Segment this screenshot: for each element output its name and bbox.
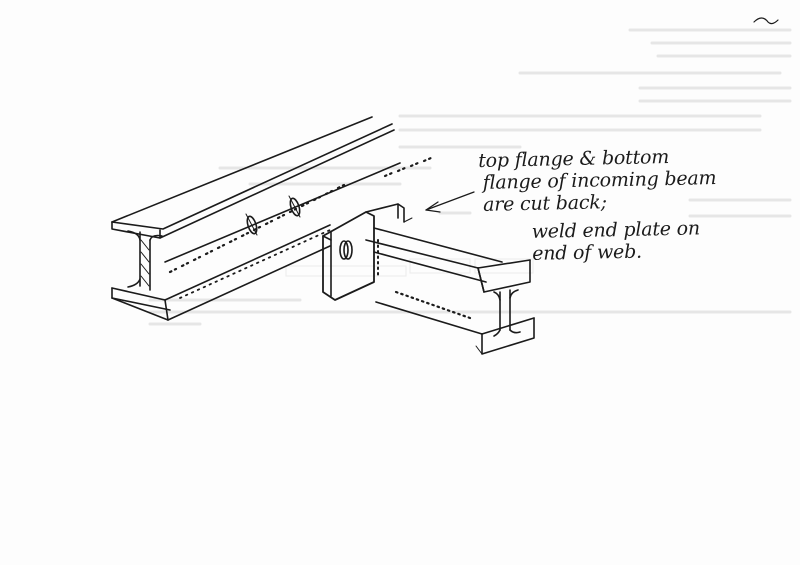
- incoming-beam-web-lower: [373, 251, 487, 283]
- bolt-holes: [245, 195, 301, 236]
- main-beam-bottom-flange-top-edge: [111, 224, 331, 301]
- main-beam-web-axis: [164, 162, 401, 263]
- leader-line: [425, 191, 475, 211]
- main-beam-web-hatch: [140, 239, 150, 287]
- weld-bead-main: [168, 156, 433, 299]
- leader-arrow: [425, 191, 475, 213]
- main-beam-top-flange-front-edge: [111, 123, 393, 230]
- handwritten-annotation: top flange & bottom flange of incoming b…: [478, 144, 780, 266]
- main-beam: [111, 116, 401, 321]
- bolt-hole-icon: [246, 215, 258, 235]
- incoming-beam: [365, 203, 535, 355]
- end-plate-bolt-hole-icon: [339, 240, 349, 260]
- main-beam-top-flange-back-edge: [111, 116, 373, 223]
- corner-pen-mark: [753, 17, 779, 25]
- main-beam-bottom-flange-lower-edge: [167, 245, 331, 321]
- bolt-hole-icon: [289, 197, 301, 217]
- incoming-beam-top-cut: [365, 203, 405, 223]
- incoming-beam-web-top: [373, 227, 503, 263]
- incoming-beam-bottom-flange-back: [375, 301, 483, 335]
- incoming-beam-bottom-flange-end: [481, 317, 535, 355]
- weld-bead-incoming: [377, 239, 472, 320]
- arrow-head-icon: [425, 201, 441, 213]
